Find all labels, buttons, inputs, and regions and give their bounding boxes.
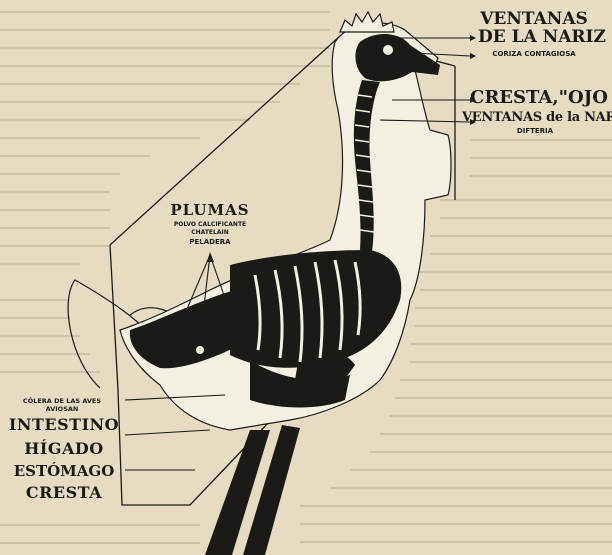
label-ventanas-nariz: VENTANAS DE LA NARIZ [478, 10, 590, 46]
label-higado: HÍGADO [4, 440, 124, 458]
label-cresta: CRESTA [4, 484, 124, 502]
comb [340, 12, 394, 32]
label-intestino: INTESTINO [4, 416, 124, 434]
label-coriza: CORIZA CONTAGIOSA [482, 50, 586, 58]
label-colera-line2: AVIOSAN [2, 405, 122, 413]
label-ventanas-line1: VENTANAS [478, 10, 590, 28]
label-estomago: ESTÓMAGO [4, 462, 124, 480]
label-ventanas-nariz-2: VENTANAS de la NARIZ [462, 110, 608, 125]
label-ventanas-line2: DE LA NARIZ [478, 28, 590, 46]
label-polvo: POLVO CALCIFICANTE [148, 221, 272, 228]
label-chatelain: CHATELAIN [175, 229, 245, 236]
label-peladera: PELADERA [170, 238, 250, 246]
label-colera-line1: CÓLERA DE LAS AVES [2, 397, 122, 405]
label-difteria: DIFTERIA [510, 127, 560, 135]
label-plumas: PLUMAS [160, 202, 260, 218]
label-colera: CÓLERA DE LAS AVES AVIOSAN [2, 397, 122, 413]
label-cresta-ojo: CRESTA,"OJO [470, 88, 606, 108]
